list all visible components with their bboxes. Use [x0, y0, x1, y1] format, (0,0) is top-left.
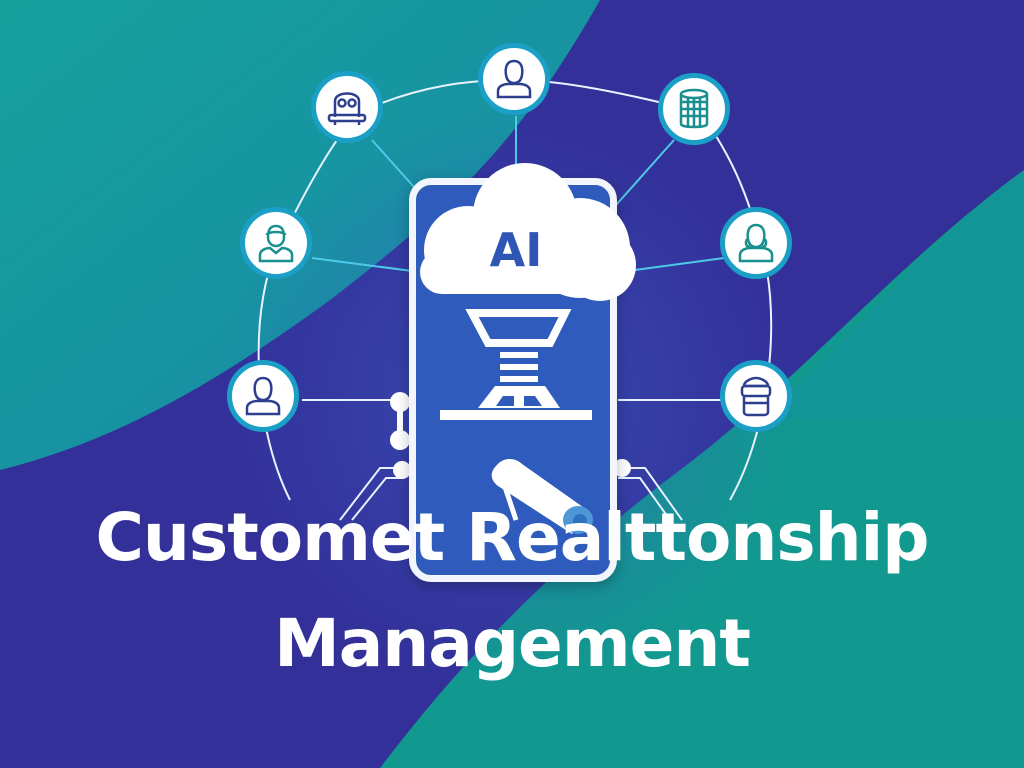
page-title-line2: Management [274, 605, 751, 682]
cloud-ai-label: AI [489, 223, 543, 277]
user-headset-icon [258, 224, 294, 263]
storage-jar-icon [740, 376, 772, 417]
robot-icon [327, 92, 367, 125]
node-database[interactable] [658, 73, 730, 145]
node-storage-jar[interactable] [720, 360, 792, 432]
node-user-headset[interactable] [240, 207, 312, 279]
node-user[interactable] [227, 360, 299, 432]
page-title-line1: Customet Realttonship [95, 499, 930, 576]
node-person[interactable] [478, 43, 550, 115]
person-icon [496, 59, 532, 99]
woman-user-icon [738, 223, 774, 263]
node-woman-user[interactable] [720, 207, 792, 279]
database-icon [679, 88, 709, 129]
funnel-icon [465, 309, 572, 347]
node-robot[interactable] [311, 71, 383, 143]
pen-tube-icon [491, 459, 593, 534]
user-icon [245, 376, 281, 416]
cloud-icon [420, 163, 636, 301]
